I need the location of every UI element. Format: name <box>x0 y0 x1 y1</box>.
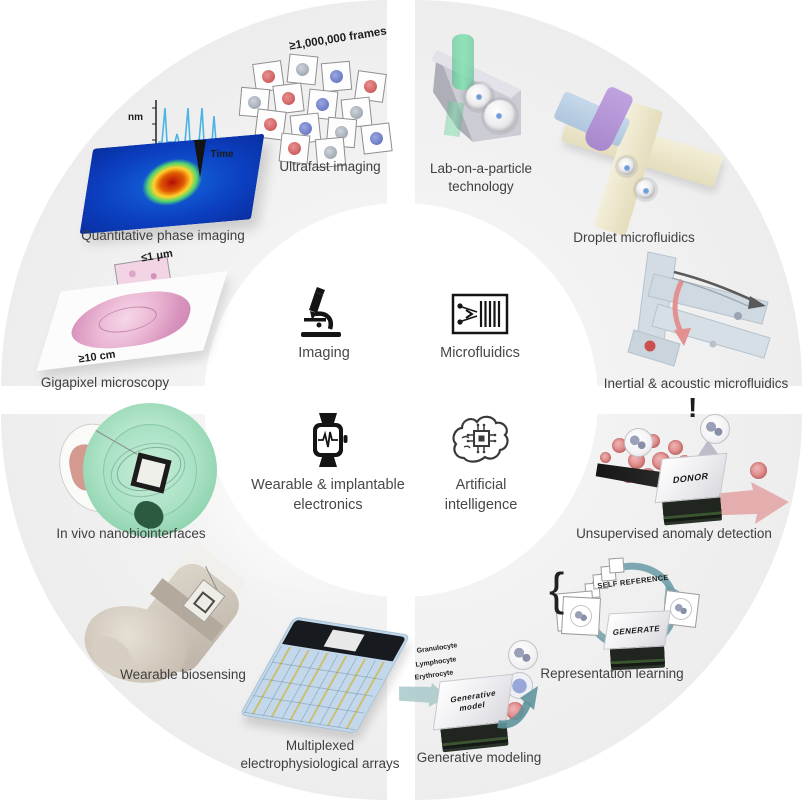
afm-probe-needle <box>194 140 206 178</box>
center-hub <box>204 203 598 597</box>
detected-anomaly-cell <box>700 414 730 444</box>
cell-frame <box>360 122 393 155</box>
center-wearable-label-line2: electronics <box>293 496 363 513</box>
center-ai-label: Artificial intelligence <box>445 476 518 515</box>
patch-cell-image <box>569 604 593 628</box>
lab-caption-line2: technology <box>448 178 514 194</box>
droplet-caption: Droplet microfluidics <box>573 230 695 245</box>
patch-cell-image <box>668 596 694 622</box>
plot-y-axis-label: nm <box>128 112 143 123</box>
brace-glyph: { <box>549 563 565 615</box>
inertial-caption: Inertial & acoustic microfluidics <box>603 376 789 391</box>
generated-granulocyte <box>508 640 538 670</box>
center-ai-label-line2: intelligence <box>444 496 518 513</box>
cell-blob <box>369 131 384 146</box>
red-blood-cell <box>668 440 683 455</box>
frame-step <box>608 557 625 574</box>
generate-chip-label: GENERATE <box>612 623 662 637</box>
multiplexed-caption-line1: Multiplexed <box>285 738 355 753</box>
center-wearable-label-line1: Wearable & implantable <box>251 477 405 493</box>
cell-blob <box>329 69 344 84</box>
center-imaging-label: Imaging <box>298 345 350 361</box>
array-connector-pad <box>323 629 365 652</box>
encapsulated-cell <box>475 94 482 101</box>
inertial-channel-network <box>627 251 771 367</box>
red-blood-cell <box>612 438 627 453</box>
ultrafast-caption: Ultrafast imaging <box>279 159 381 174</box>
droplet <box>618 158 635 175</box>
cell-blob <box>295 62 310 77</box>
generative-caption: Generative modeling <box>416 750 542 765</box>
cell-blob <box>263 117 278 132</box>
center-ai-label-line1: Artificial <box>455 477 507 493</box>
cell-blob <box>247 95 262 110</box>
green-laser-beam <box>452 34 474 90</box>
red-blood-cell <box>600 452 611 463</box>
invivo-caption: In vivo nanobiointerfaces <box>56 526 206 541</box>
generative-chip-label: Generative model <box>449 689 496 716</box>
hydrogel-particle <box>484 100 516 132</box>
representation-chip-top: GENERATE <box>603 610 671 650</box>
smartwatch-icon <box>313 413 348 467</box>
microfluidic-chip-icon <box>451 293 509 335</box>
cell-blob <box>261 69 276 84</box>
representation-caption: Representation learning <box>540 666 684 681</box>
image-patch-frame <box>561 596 601 636</box>
center-microfluidics-label: Microfluidics <box>440 345 520 361</box>
gigapixel-caption: Gigapixel microscopy <box>40 375 170 390</box>
cell-blob <box>363 79 378 94</box>
cell-frame <box>286 53 319 86</box>
patch-electrode-square <box>192 591 216 614</box>
cell-blob <box>287 141 302 156</box>
biosensing-caption: Wearable biosensing <box>120 667 246 682</box>
cell-blob <box>349 105 364 120</box>
droplet <box>636 180 655 199</box>
anomalous-white-cell <box>624 428 653 457</box>
multiplexed-caption: Multiplexed electrophysiological arrays <box>240 737 399 772</box>
lab-caption-line1: Lab-on-a-particle <box>429 161 533 176</box>
plot-x-axis-label: Time <box>210 149 234 160</box>
phase-heatmap <box>79 133 265 235</box>
cell-blob <box>315 97 330 112</box>
anomaly-caption: Unsupervised anomaly detection <box>576 526 772 541</box>
cell-blob <box>298 121 313 136</box>
center-wearable-label: Wearable & implantable electronics <box>251 476 405 515</box>
qpi-caption: Quantitative phase imaging <box>81 228 245 243</box>
alert-exclamation: ! <box>688 392 698 423</box>
anomaly-chip-label: DONOR <box>672 470 710 486</box>
lab-on-particle-caption: Lab-on-a-particle technology <box>430 160 532 195</box>
cell-blob <box>281 91 296 106</box>
cell-frame <box>320 60 353 93</box>
red-blood-cell <box>750 462 767 479</box>
ai-brain-icon <box>452 415 509 463</box>
anomaly-chip-top: DONOR <box>654 452 728 504</box>
multiplexed-caption-line2: electrophysiological arrays <box>240 755 400 771</box>
droplet-cell <box>643 187 650 194</box>
microscope-icon <box>301 287 341 337</box>
chip-to-cells-arrow <box>497 686 538 729</box>
encapsulated-cell <box>496 112 503 119</box>
droplet-cell <box>624 164 631 171</box>
